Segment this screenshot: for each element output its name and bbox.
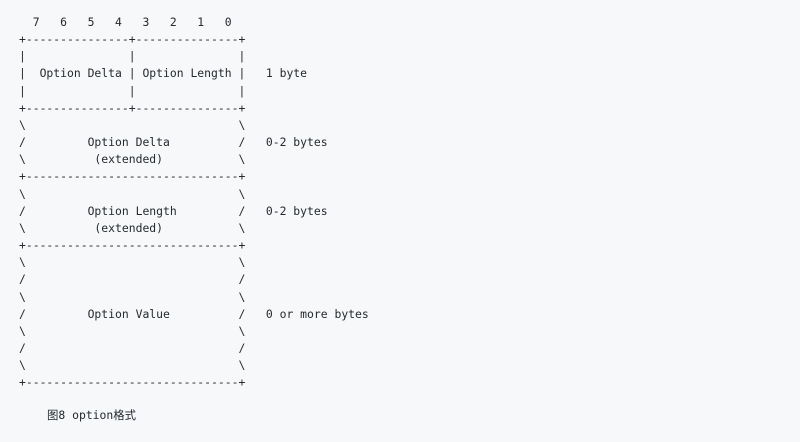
diagram-line: / / (19, 272, 246, 287)
diagram-line: \ \ (19, 289, 246, 304)
diagram-line: \ \ (19, 186, 246, 201)
diagram-line: \ \ (19, 358, 246, 373)
diagram-line: +-------------------------------+ (19, 169, 246, 184)
diagram-line: +-------------------------------+ (19, 375, 246, 390)
option-format-diagram: 7 6 5 4 3 2 1 0 +---------------+-------… (19, 14, 369, 391)
diagram-line: | Option Delta | Option Length | 1 byte (19, 66, 308, 81)
diagram-line: \ (extended) \ (19, 152, 246, 167)
diagram-line: | | | (19, 49, 246, 64)
figure-caption: 图8 option格式 (47, 408, 137, 422)
diagram-line: | | | (19, 83, 246, 98)
diagram-line: \ \ (19, 323, 246, 338)
diagram-line: \ \ (19, 255, 246, 270)
diagram-line: / Option Length / 0-2 bytes (19, 203, 328, 218)
diagram-line: \ \ (19, 117, 246, 132)
diagram-line: +---------------+---------------+ (19, 32, 246, 47)
diagram-line: / Option Value / 0 or more bytes (19, 306, 369, 321)
diagram-line: / / (19, 340, 246, 355)
diagram-line: \ (extended) \ (19, 220, 246, 235)
diagram-line: 7 6 5 4 3 2 1 0 (19, 15, 232, 29)
diagram-line: +-------------------------------+ (19, 238, 246, 253)
diagram-line: +---------------+---------------+ (19, 100, 246, 115)
diagram-line: / Option Delta / 0-2 bytes (19, 135, 328, 150)
